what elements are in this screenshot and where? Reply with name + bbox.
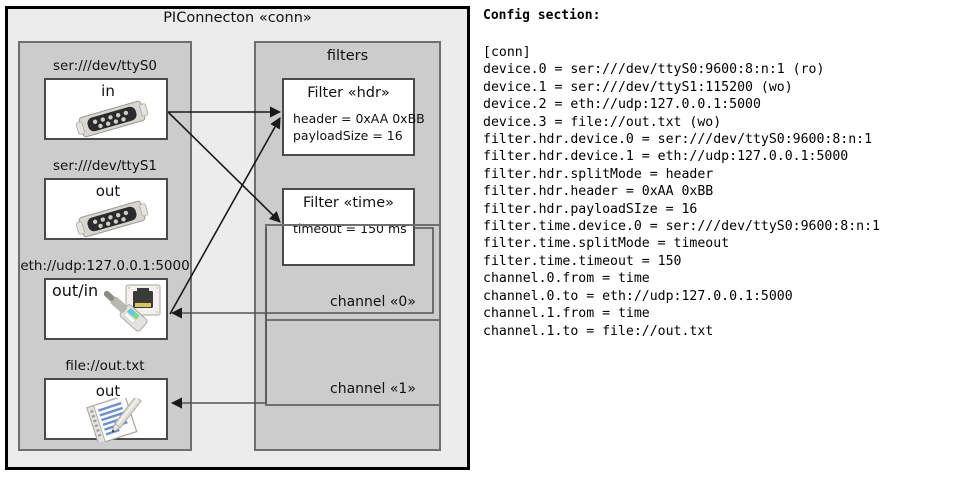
device-mode-3: out: [95, 382, 121, 400]
device-card-2[interactable]: out/in: [44, 278, 168, 340]
device-label-2: eth://udp:127.0.0.1:5000: [20, 258, 190, 274]
filter-title-hdr: Filter «hdr»: [307, 85, 390, 101]
serial-port-icon: [75, 100, 149, 138]
channel-label-0: channel «0»: [330, 294, 416, 310]
device-card-1[interactable]: out: [44, 178, 168, 240]
page-title: PIConnecton «conn»: [163, 10, 312, 26]
device-mode-1: out: [95, 182, 121, 200]
channel-label-1: channel «1»: [330, 381, 416, 397]
filter-card-hdr[interactable]: Filter «hdr» header = 0xAA 0xBB payloadS…: [282, 78, 425, 156]
device-mode-0: in: [101, 82, 115, 100]
device-card-0[interactable]: in: [44, 78, 168, 140]
serial-port-icon: [75, 200, 149, 238]
device-label-3: file://out.txt: [65, 358, 145, 374]
config-section-heading: Config section:: [483, 8, 601, 23]
ethernet-plug-icon: [104, 284, 161, 332]
config-section-text: [conn] device.0 = ser:///dev/ttyS0:9600:…: [483, 45, 880, 339]
text-file-pencil-icon: [86, 398, 142, 442]
filters-panel-title: filters: [326, 48, 369, 64]
device-label-1: ser:///dev/ttyS1: [53, 158, 157, 174]
device-card-3[interactable]: out: [44, 378, 168, 442]
filter-title-time: Filter «time»: [302, 195, 395, 211]
filter-props-hdr: header = 0xAA 0xBB payloadSize = 16: [293, 111, 425, 143]
device-label-0: ser:///dev/ttyS0: [53, 58, 157, 74]
device-mode-2: out/in: [52, 281, 99, 300]
